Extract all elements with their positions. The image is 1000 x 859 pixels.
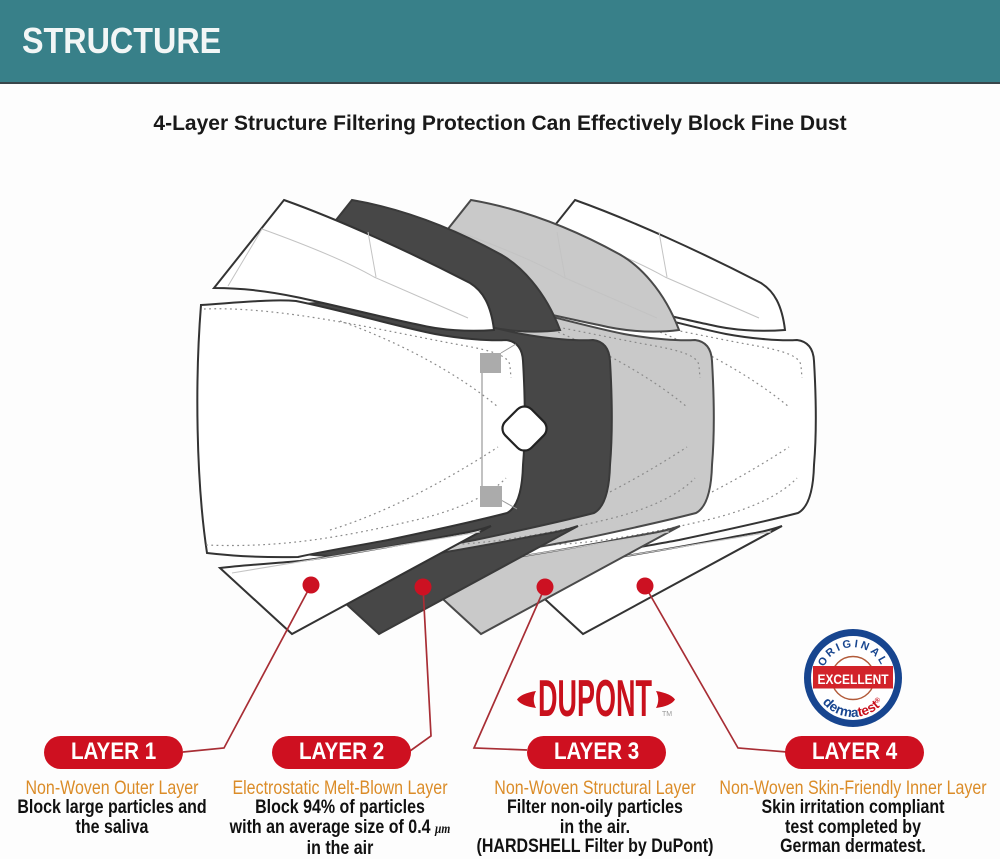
svg-text:DUPONT: DUPONT <box>538 670 652 728</box>
svg-text:EXCELLENT: EXCELLENT <box>818 672 890 687</box>
svg-text:TM: TM <box>662 711 672 718</box>
